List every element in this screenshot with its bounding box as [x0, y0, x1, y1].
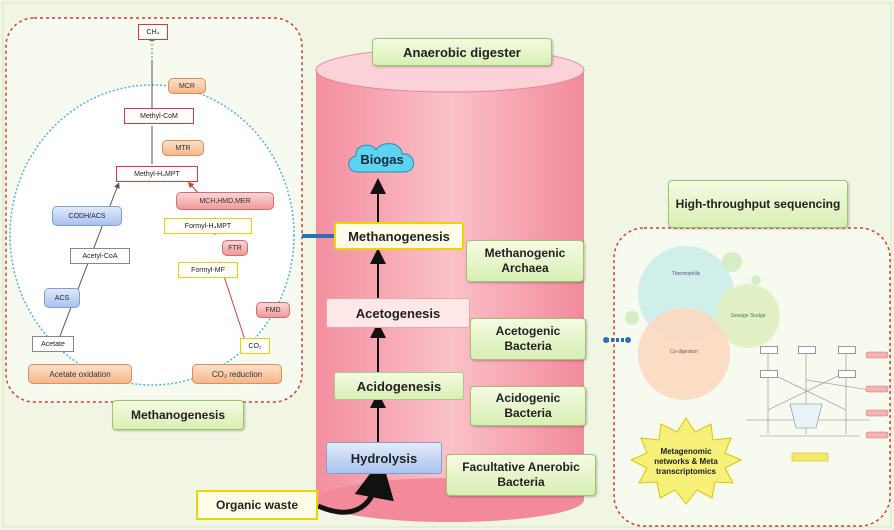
sequencing-header: High-throughput sequencing — [668, 180, 848, 228]
bubble-label-codigestion: Co-digestion — [669, 349, 699, 355]
cloud-icon — [348, 143, 414, 173]
biogas-label: Biogas — [360, 151, 404, 167]
enzyme-codh-acs: CODH/ACS — [52, 206, 122, 226]
node-co2: CO₂ — [240, 338, 270, 354]
label-facultative-bacteria: Facultative Anerobic Bacteria — [446, 454, 596, 496]
metagenomic-burst — [629, 417, 743, 505]
network-diagram — [746, 352, 871, 437]
label-acetate-oxidation: Acetate oxidation — [28, 364, 132, 384]
digester-title: Anaerobic digester — [372, 38, 552, 66]
enzyme-acs: ACS — [44, 288, 80, 308]
network-node — [760, 346, 778, 354]
node-acetyl-coa: Acetyl-CoA — [70, 248, 130, 264]
pathway-circle — [9, 84, 295, 386]
enzyme-ftr: FTR — [222, 240, 248, 256]
label-acetogenic-bacteria: Acetogenic Bacteria — [470, 318, 586, 360]
node-methyl-h4mpt: Methyl-H₄MPT — [116, 166, 198, 182]
network-node — [838, 370, 856, 378]
stage-methanogenesis: Methanogenesis — [334, 222, 464, 250]
node-formyl-h4mpt: Formyl-H₄MPT — [164, 218, 252, 234]
network-node — [798, 346, 816, 354]
network-node — [838, 346, 856, 354]
organic-waste-arrow — [316, 458, 394, 515]
network-node — [760, 370, 778, 378]
node-ch4: CH₄ — [138, 24, 168, 40]
bubble-label-thermophilic: Thermophilic — [671, 271, 701, 277]
burst-label: Metagenomic networks & Meta transcriptom… — [654, 447, 718, 476]
biogas-cloud: Biogas — [344, 138, 420, 180]
organic-waste-label: Organic waste — [196, 490, 318, 520]
enzyme-mcr: MCR — [168, 78, 206, 94]
stage-hydrolysis: Hydrolysis — [326, 442, 442, 474]
bubble-sewage — [716, 284, 780, 348]
enzyme-mtr: MTR — [162, 140, 204, 156]
node-acetate: Acetate — [32, 336, 74, 352]
node-methyl-com: Methyl-CoM — [124, 108, 194, 124]
label-acidogenic-bacteria: Acidogenic Bacteria — [470, 386, 586, 426]
left-panel-caption: Methanogenesis — [112, 400, 244, 430]
enzyme-fmd: FMD — [256, 302, 290, 318]
bubble-label-sewage: Sewage Sludge — [730, 312, 766, 319]
stage-acidogenesis: Acidogenesis — [334, 372, 464, 400]
label-co2-reduction: CO₂ reduction — [192, 364, 282, 384]
label-methanogenic-archaea: Methanogenic Archaea — [466, 240, 584, 282]
node-formyl-mf: Formyl-MF — [178, 262, 238, 278]
bubble-codigestion — [638, 308, 730, 400]
enzyme-mch-hmd-mer: MCH,HMD,MER — [176, 192, 274, 210]
stage-acetogenesis: Acetogenesis — [326, 298, 470, 328]
